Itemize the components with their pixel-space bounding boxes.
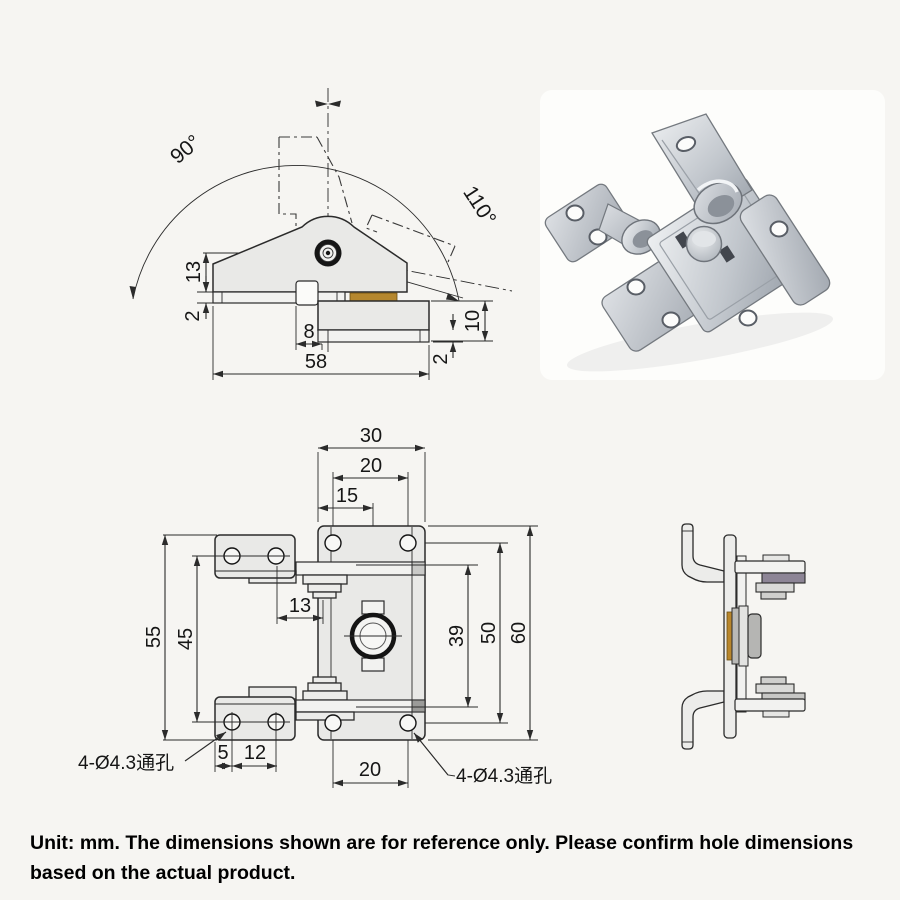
dim-base-plate-thickness: 2 [430, 314, 463, 365]
dim-bracket-outer-height: 55 [143, 534, 217, 741]
dim-label-30: 30 [360, 425, 382, 447]
dim-label-15: 15 [336, 485, 358, 507]
dim-bracket-hole-pitch-v: 45 [175, 555, 222, 723]
dim-edge-to-hole: 5 [215, 742, 232, 770]
hole-callout-right-label: 4-Ø4.3通孔 [456, 765, 552, 787]
hinge-right-fold [739, 194, 831, 306]
hole-callout-left: 4-Ø4.3通孔 [78, 731, 227, 774]
bushing-amber-profile [726, 611, 733, 661]
profile-bottom-knuckle [734, 698, 806, 712]
dim-hole-pitch-bottom: 20 [333, 759, 408, 787]
pivot-center [325, 250, 331, 256]
dim-label-20-top: 20 [360, 455, 382, 477]
dim-plate-width: 30 [317, 425, 426, 522]
dim-label-10: 10 [462, 310, 484, 332]
profile-bottom-arm [681, 690, 725, 750]
lid-edge-tab [295, 280, 319, 306]
front-view: 30 20 15 55 45 13 [78, 425, 552, 788]
dim-label-13-side: 13 [183, 261, 205, 283]
base-flange-strip [317, 329, 430, 343]
angle-label-110: 110° [458, 182, 500, 230]
product-photo [540, 90, 885, 380]
dim-knuckle-span: 39 [356, 564, 478, 708]
dim-edge-to-axis: 15 [318, 485, 373, 512]
bushing-purple [761, 572, 806, 584]
dim-hole-pitch-top: 20 [333, 455, 408, 482]
dim-label-45: 45 [175, 628, 197, 650]
base-plate-side [317, 300, 430, 331]
friction-bushing-side [349, 292, 398, 302]
boss-tab-bottom [361, 657, 385, 672]
lid-open-110-outline [365, 214, 456, 263]
side-elevation-view: 90° 110° 13 2 8 58 [129, 88, 513, 380]
hole-callout-right: 4-Ø4.3通孔 [413, 732, 552, 787]
dim-label-5: 5 [217, 742, 228, 764]
dim-hole-to-knuckle-axis: 13 [276, 566, 324, 624]
boss-tab-top [361, 600, 385, 615]
dim-label-39: 39 [446, 625, 468, 647]
dim-label-2-left: 2 [182, 310, 204, 321]
dim-label-13-front: 13 [289, 595, 311, 617]
dim-pivot-height: 13 [183, 253, 215, 293]
plate-hole-bottom-left [324, 714, 342, 732]
plate-hole-bottom-right [399, 714, 417, 732]
unit-note: Unit: mm. The dimensions shown are for r… [30, 832, 854, 885]
dim-label-58: 58 [305, 351, 327, 373]
plate-hole-top-right [399, 534, 417, 552]
dim-left-plate-thickness: 2 [182, 276, 215, 322]
dim-label-12: 12 [244, 742, 266, 764]
top-knuckle-band [295, 561, 426, 576]
dim-label-8: 8 [303, 321, 314, 343]
side-profile-view [681, 523, 806, 750]
dim-lid-offset: 8 [295, 306, 323, 350]
dim-base-height: 10 [431, 300, 493, 342]
dim-hole-pitch-v: 50 [478, 543, 504, 723]
leaf-hole [675, 136, 697, 152]
mounting-hole [738, 309, 758, 327]
profile-center-boss [747, 613, 762, 659]
upper-flange-strip [212, 291, 346, 304]
dim-overall-width: 58 [212, 306, 430, 380]
mounting-hole [769, 220, 789, 238]
mounting-hole [661, 311, 681, 329]
lid-open-90-outline [278, 136, 353, 229]
mounting-hole [588, 228, 608, 246]
profile-top-knuckle [734, 560, 806, 574]
opening-swing-arc [132, 165, 460, 302]
hinge-body-side [212, 215, 408, 293]
dim-bracket-hole-pitch-h: 12 [232, 742, 277, 770]
hole-callout-left-label: 4-Ø4.3通孔 [78, 752, 174, 774]
dim-label-60: 60 [508, 622, 530, 644]
angle-label-90: 90° [166, 131, 205, 169]
mounting-hole [565, 204, 585, 222]
dim-overall-height: 60 [428, 525, 538, 741]
bottom-knuckle-band [295, 699, 426, 713]
profile-top-arm [681, 523, 725, 583]
plate-hole-top-left [324, 534, 342, 552]
bracket-plate-top [214, 534, 296, 579]
mounting-hole [626, 278, 646, 296]
dim-label-2-right: 2 [430, 353, 452, 364]
dim-label-55: 55 [143, 626, 165, 648]
dim-label-50: 50 [478, 622, 500, 644]
dim-label-20-bottom: 20 [359, 759, 381, 781]
